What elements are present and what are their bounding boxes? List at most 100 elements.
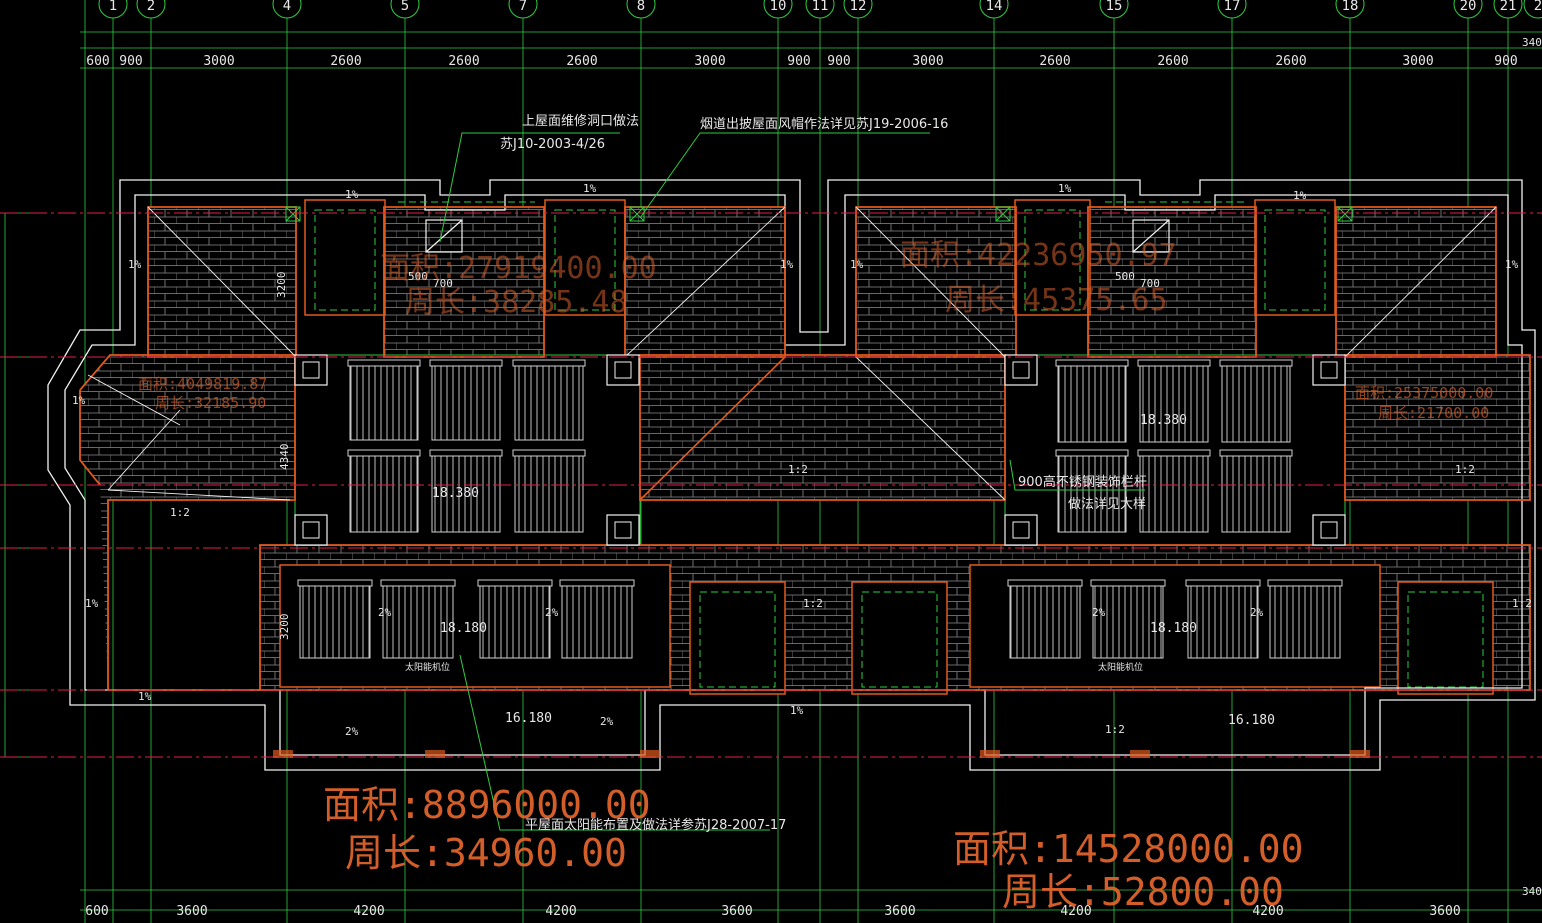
solar-panel (297, 579, 373, 659)
solar-panel (1267, 579, 1343, 659)
columns (285, 206, 1353, 546)
solar-panel-body (1269, 581, 1341, 659)
top-dim-label: 2600 (448, 54, 479, 69)
column (1004, 514, 1038, 546)
column-outer (606, 354, 640, 386)
vent-cross (1337, 206, 1353, 222)
axis-label: 5 (401, 0, 409, 14)
axis-bubble: 8 (626, 0, 656, 19)
bottom-dim-label: 4200 (545, 904, 576, 919)
solar-panel (559, 579, 635, 659)
axis-bubble: 7 (508, 0, 538, 19)
roof-hips-orange (639, 356, 786, 501)
slope-label: 1% (583, 182, 597, 195)
top-dim-label: 900 (827, 54, 850, 69)
axis-circle (805, 0, 835, 19)
solar-panel-body (431, 361, 501, 441)
dim-inner-7: 700 (1140, 277, 1160, 290)
axis-label: 11 (812, 0, 829, 14)
hatch-openings (425, 219, 1170, 253)
solar-panel-body (349, 451, 419, 533)
top-dim-label: 3000 (694, 54, 725, 69)
slope-label: 2% (1250, 606, 1264, 619)
top-dim-label: 900 (1494, 54, 1517, 69)
axis-bubble: 4 (272, 0, 302, 19)
solar-panel-body (349, 361, 419, 441)
vent (1337, 206, 1353, 222)
solar-panel-body (1139, 361, 1209, 443)
elev-1: 18.380 (432, 486, 479, 501)
column-inner (302, 521, 320, 539)
bottom-dim-label: 3600 (721, 904, 752, 919)
dim-inner-3: 3200 (278, 614, 291, 641)
solar-panel-body (1221, 451, 1291, 533)
bottom-dim-label: 4200 (1060, 904, 1091, 919)
solar-panel-body (1057, 361, 1127, 443)
edge-label-bottom: 340 (1522, 885, 1542, 898)
axis-label: 21 (1500, 0, 1517, 14)
perim-big1: 周长:34960.00 (345, 831, 627, 875)
solar-panel-top (429, 449, 503, 457)
solar-panel (1219, 359, 1293, 443)
column-inner (1320, 361, 1338, 379)
bottom-dim-label: 3600 (884, 904, 915, 919)
slope-label: 1% (72, 394, 86, 407)
column (1312, 514, 1346, 546)
solar-panel-top (1185, 579, 1261, 587)
solar-panel (1055, 359, 1129, 443)
solar-panel-top (429, 359, 503, 367)
top-dim-label: 2600 (566, 54, 597, 69)
solar-panel-top (1090, 579, 1166, 587)
column (1312, 354, 1346, 386)
solar-panel-body (479, 581, 551, 659)
slope-label: 2% (1092, 606, 1106, 619)
vent-cross (629, 206, 645, 222)
axis-circle (1523, 0, 1542, 19)
slope-label: 1% (345, 188, 359, 201)
solar-panel-body (1057, 451, 1127, 533)
slope-label: 1:2 (803, 597, 823, 610)
axis-bubble: 14 (979, 0, 1009, 19)
axis-bubble: 5 (390, 0, 420, 19)
solar-panel-body (1187, 581, 1259, 659)
solar-panel (1007, 579, 1083, 659)
note-railing: 900高不锈钢装饰栏杆 (1018, 474, 1147, 490)
slope-label: 1% (1505, 258, 1519, 271)
dim-inner-6: 500 (1115, 270, 1135, 283)
column-inner (1012, 521, 1030, 539)
solar-panel-top (347, 359, 421, 367)
axis-bubble: 18 (1335, 0, 1365, 19)
axis-circle (98, 0, 128, 19)
column-inner (1012, 361, 1030, 379)
axis-bubble: 2 (1523, 0, 1542, 19)
column-inner (302, 361, 320, 379)
elev-3: 18.180 (440, 621, 487, 636)
column-outer (1004, 354, 1038, 386)
axis-circle (1493, 0, 1523, 19)
column (1004, 354, 1038, 386)
vent-cross (285, 206, 301, 222)
axis-circle (979, 0, 1009, 19)
axis-label: 15 (1106, 0, 1123, 14)
solar-panel-body (514, 361, 584, 441)
column-inner (614, 521, 632, 539)
elev-5: 16.180 (505, 711, 552, 726)
axis-label: 2 (147, 0, 155, 14)
perim-mid2: 周长:45375.65 (945, 283, 1168, 318)
top-dim-label: 2600 (1157, 54, 1188, 69)
solar-panel (1219, 449, 1293, 533)
vent (629, 206, 645, 222)
top-dim-label: 900 (119, 54, 142, 69)
solar-panel-top (512, 359, 586, 367)
solar-panel-top (512, 449, 586, 457)
solar-panel-top (347, 449, 421, 457)
solar-panel-body (1139, 451, 1209, 533)
solar-panel-top (1007, 579, 1083, 587)
dim-inner-2: 4340 (278, 444, 291, 471)
solar-panel-top (1267, 579, 1343, 587)
slope-label: 1% (1293, 189, 1307, 202)
axis-circle (390, 0, 420, 19)
solar-panel-body (1221, 361, 1291, 443)
perim-sm2: 周长:21700.00 (1378, 404, 1489, 422)
